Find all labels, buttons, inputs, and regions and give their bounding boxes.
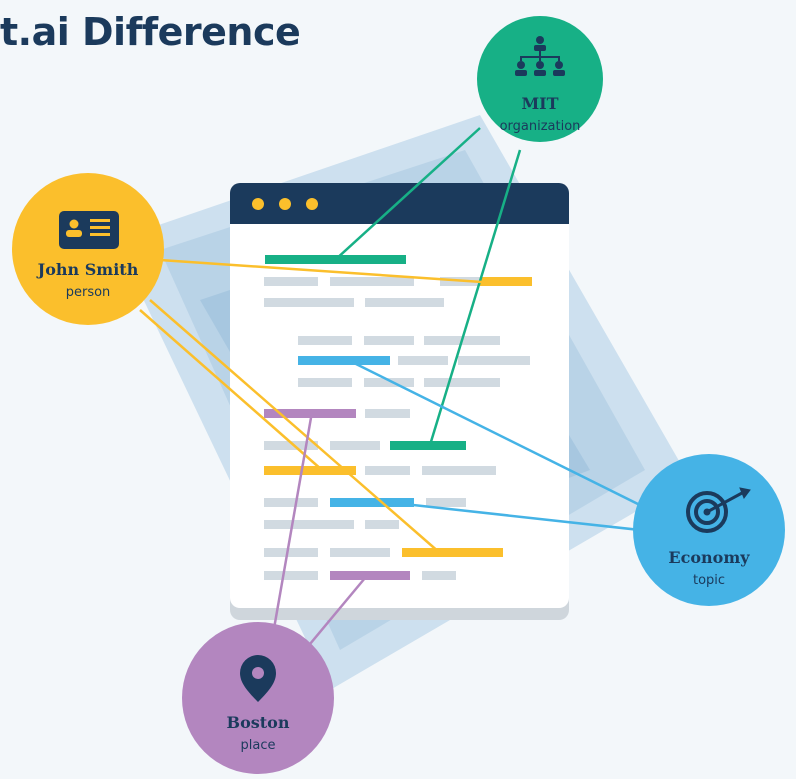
connector-topic-1 bbox=[351, 360, 651, 512]
mention-place-1 bbox=[264, 409, 356, 418]
entity-name-place: Boston bbox=[227, 713, 290, 732]
window-dot-2 bbox=[279, 198, 291, 210]
connector-place-1 bbox=[270, 411, 314, 641]
entity-node-topic[interactable]: Economy topic bbox=[633, 454, 785, 606]
connector-person-2 bbox=[139, 309, 323, 471]
mention-organization-2 bbox=[390, 441, 466, 450]
target-icon bbox=[686, 487, 751, 533]
entity-name-person: John Smith bbox=[36, 260, 139, 279]
entity-name-organization: MIT bbox=[521, 94, 558, 113]
id-card-icon bbox=[59, 211, 119, 249]
document-body bbox=[230, 183, 569, 608]
entity-node-person[interactable]: John Smith person bbox=[12, 173, 164, 325]
entity-type-person: person bbox=[66, 285, 111, 300]
mention-topic-2 bbox=[330, 498, 414, 507]
mention-topic-1 bbox=[298, 356, 390, 365]
entity-type-place: place bbox=[241, 738, 276, 753]
connector-person-3 bbox=[149, 299, 441, 554]
connector-place-2 bbox=[304, 577, 366, 651]
connectors bbox=[139, 127, 651, 651]
mention-place-2 bbox=[330, 571, 410, 580]
page-title: t.ai Difference bbox=[0, 10, 301, 54]
entity-type-organization: organization bbox=[500, 119, 581, 134]
connector-org-1 bbox=[334, 127, 481, 261]
mention-person-1 bbox=[480, 277, 532, 286]
document-titlebar bbox=[230, 183, 569, 224]
connector-org-2 bbox=[428, 149, 522, 446]
window-dot-1 bbox=[252, 198, 264, 210]
document-window bbox=[230, 183, 569, 620]
entity-node-organization[interactable]: MIT organization bbox=[477, 16, 603, 142]
entity-name-topic: Economy bbox=[668, 548, 750, 567]
entity-type-topic: topic bbox=[693, 573, 725, 588]
org-chart-icon bbox=[515, 36, 565, 76]
map-pin-icon bbox=[240, 655, 276, 702]
mention-person-3 bbox=[402, 548, 503, 557]
entity-node-place[interactable]: Boston place bbox=[182, 622, 334, 774]
connector-person-1 bbox=[159, 258, 483, 284]
window-dot-3 bbox=[306, 198, 318, 210]
connector-topic-2 bbox=[394, 501, 641, 532]
mention-person-2 bbox=[264, 466, 356, 475]
